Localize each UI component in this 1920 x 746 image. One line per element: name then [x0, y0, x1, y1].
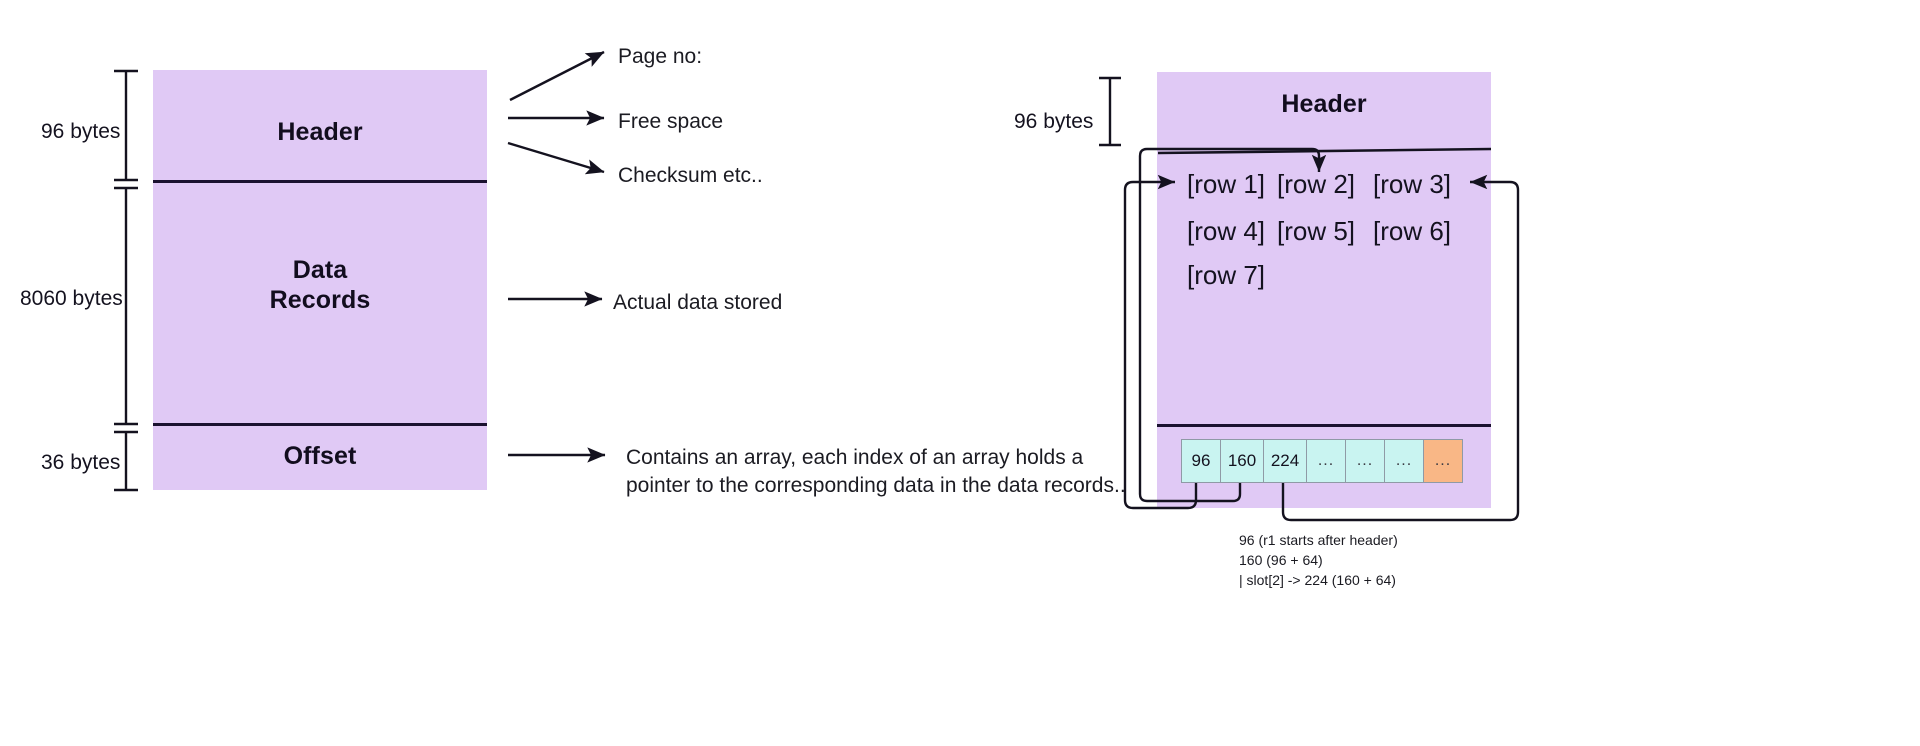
left-data-records-line2: Records — [269, 285, 371, 314]
arrow-checksum — [507, 141, 605, 175]
slot-cell-0[interactable]: 96 — [1181, 439, 1221, 483]
slot-cell-5[interactable]: ... — [1384, 439, 1424, 483]
callout-actual-data-stored: Actual data stored — [613, 291, 783, 314]
offset-slot-array: 96 160 224 ... ... ... ... — [1181, 439, 1463, 483]
offset-caption-line-2: 160 (96 + 64) — [1239, 551, 1323, 568]
right-divider-data-offset — [1157, 424, 1491, 427]
left-data-records-label: Data Records — [153, 256, 487, 315]
arrow-page-no — [509, 50, 605, 102]
offset-caption-line-1: 96 (r1 starts after header) — [1239, 532, 1398, 548]
dim-label-offset-36-bytes: 36 bytes — [41, 451, 121, 474]
offset-caption: 96 (r1 starts after header) 160 (96 + 64… — [1239, 531, 1398, 591]
slot-cell-4[interactable]: ... — [1345, 439, 1385, 483]
left-divider-data-offset — [153, 423, 487, 426]
left-offset-label: Offset — [283, 442, 357, 470]
slot-cell-6[interactable]: ... — [1423, 439, 1463, 483]
row-label-1: [row 1] — [1187, 169, 1266, 199]
right-dim-label-96-bytes: 96 bytes — [1014, 110, 1094, 133]
left-data-records-line1: Data — [292, 256, 348, 284]
left-page-block — [153, 70, 487, 490]
callout-page-no: Page no: — [618, 45, 703, 68]
row-label-5: [row 5] — [1277, 216, 1356, 246]
offset-caption-line-3: | slot[2] -> 224 (160 + 64) — [1239, 571, 1396, 588]
left-header-label: Header — [277, 118, 363, 146]
row-label-3: [row 3] — [1373, 169, 1452, 199]
row-label-4: [row 4] — [1187, 216, 1266, 246]
right-bracket-header-96 — [1099, 76, 1121, 147]
slot-cell-1[interactable]: 160 — [1220, 439, 1264, 483]
callout-checksum: Checksum etc.. — [618, 164, 763, 187]
callout-free-space: Free space — [618, 110, 724, 133]
row-label-6: [row 6] — [1373, 216, 1452, 246]
left-divider-header-data — [153, 180, 487, 183]
row-label-7: [row 7] — [1187, 260, 1266, 290]
dim-label-data-8060-bytes: 8060 bytes — [20, 287, 123, 310]
dim-label-header-96-bytes: 96 bytes — [41, 120, 121, 143]
right-header-label: Header — [1281, 90, 1367, 118]
slot-cell-2[interactable]: 224 — [1263, 439, 1307, 483]
row-label-2: [row 2] — [1277, 169, 1356, 199]
slot-cell-3[interactable]: ... — [1306, 439, 1346, 483]
callout-offset-description: Contains an array, each index of an arra… — [626, 446, 1126, 498]
